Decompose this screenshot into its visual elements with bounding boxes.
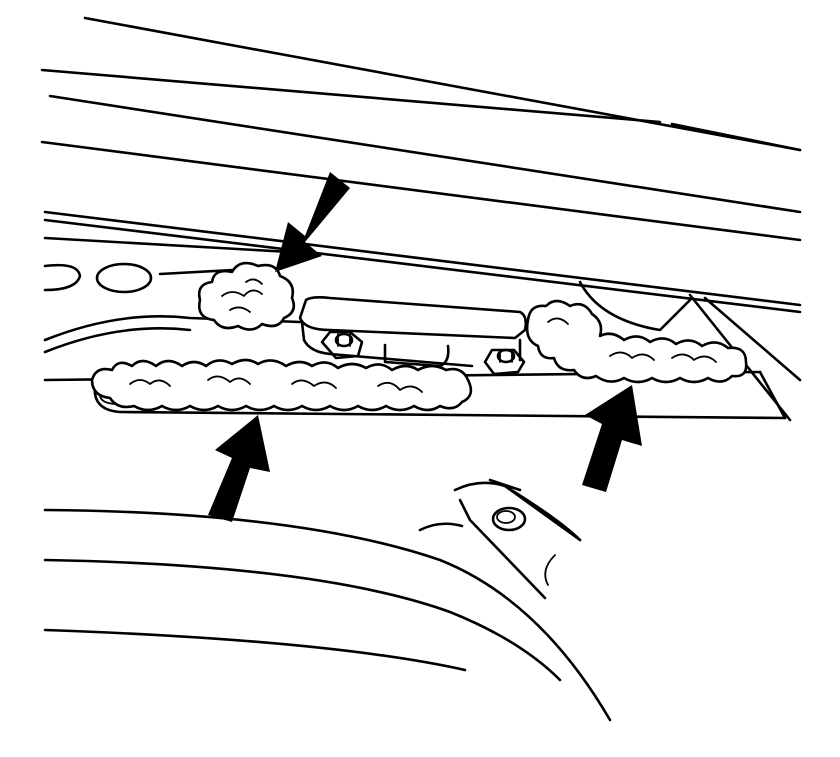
arrow-lower-right xyxy=(582,385,642,492)
lower-panel xyxy=(43,508,612,722)
roof-panel-lines xyxy=(40,16,802,242)
sealer-bead-lower-left xyxy=(90,358,473,412)
sealer-bead-upper xyxy=(197,261,296,331)
oval-hole-large xyxy=(95,262,153,294)
arrow-lower-left xyxy=(208,415,270,522)
lower-bracket xyxy=(418,478,582,600)
nut-left xyxy=(320,330,364,360)
nut-right xyxy=(483,348,526,376)
oval-hole-partial xyxy=(43,263,82,292)
bracket-hole xyxy=(491,506,527,532)
bracket xyxy=(298,296,528,368)
arrow-upper-left xyxy=(275,172,350,272)
mounting-holes xyxy=(43,262,153,294)
sealer-bead-right xyxy=(525,299,748,384)
